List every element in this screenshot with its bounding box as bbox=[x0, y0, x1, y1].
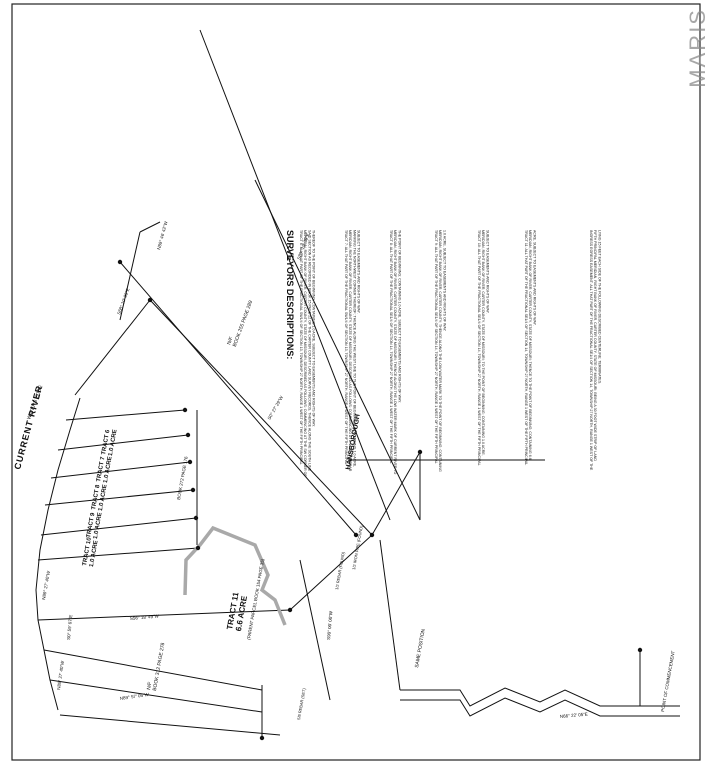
plat-border bbox=[11, 3, 701, 761]
description-paragraph: INGRESS EGRESS EASEMENT: ALL THAT PART O… bbox=[589, 230, 601, 471]
bearing-label: S68° 10' 09"E bbox=[116, 288, 130, 316]
description-paragraph: TRACT 10: ALL THAT PART OF THE FRACTIONA… bbox=[477, 230, 489, 466]
description-line: MERIDIAN, RIGHT BANK OF RIVER, CARTER CO… bbox=[481, 230, 485, 456]
description-line: MARKING THE NORTHWEST CORNER THEREOF; TH… bbox=[352, 230, 356, 467]
commencement-label: POINT OF COMMENCEMENT bbox=[660, 650, 676, 712]
description-paragraph: TRACT 7: ALL THAT PART OF THE FRACTIONAL… bbox=[344, 230, 361, 472]
description-line: TRACT 6: ALL THAT PART OF THE FRACTIONAL… bbox=[299, 230, 303, 465]
bearing-label: S0° 59' 07"E bbox=[66, 614, 73, 640]
ingress-road-2 bbox=[400, 697, 680, 717]
rebar-found-label: 1/2 REBAR (FOUND) bbox=[334, 551, 346, 590]
tract-8-name: TRACT 8 bbox=[91, 484, 101, 511]
corner-markers bbox=[117, 259, 643, 741]
description-line: ACRE, SUBJECT TO EASEMENTS AND RIGHTS OF… bbox=[532, 230, 536, 326]
bearing-label: S56° 18' 49"W bbox=[130, 613, 160, 621]
tract-line-3 bbox=[44, 489, 194, 506]
same-position-line bbox=[379, 539, 401, 691]
description-paragraph: TRACT 6: ALL THAT PART OF THE FRACTIONAL… bbox=[299, 230, 316, 477]
parent-parcel-label: (PARENT PARCEL BOOK 154 PAGE 35) bbox=[246, 558, 265, 640]
description-line: 1.0 ACRE, SUBJECT TO EASEMENTS AND RIGHT… bbox=[442, 230, 446, 331]
north-line bbox=[119, 231, 141, 321]
description-line: TRACT 9: ALL THAT PART OF THE FRACTIONAL… bbox=[434, 230, 438, 464]
nf-label-2: N/F bbox=[146, 681, 153, 690]
surveyors-descriptions: SURVEYORS DESCRIPTIONS: bbox=[285, 230, 295, 359]
bearing-label: S90° 00' 00"W bbox=[326, 610, 334, 640]
description-line: TRACT 11: ALL THAT PART OF THE FRACTIONA… bbox=[524, 230, 528, 465]
description-line: TRACT 7: ALL THAT PART OF THE FRACTIONAL… bbox=[344, 230, 348, 465]
tract-9-name: TRACT 9 bbox=[86, 512, 96, 539]
descriptions-heading: SURVEYORS DESCRIPTIONS: bbox=[285, 230, 295, 359]
south-line-2 bbox=[59, 714, 281, 736]
description-line: MERIDIAN, RIGHT BANK OF RIVER, CARTER CO… bbox=[528, 230, 532, 460]
bearing-label: N89° 57' 05"W bbox=[119, 692, 149, 701]
tract-7-acres: 1.0 ACRE bbox=[103, 456, 114, 483]
tract-line-7 bbox=[74, 299, 151, 396]
description-line: FIFTH PRINCIPAL MERIDIAN, RIGHT BANK OF … bbox=[593, 230, 597, 461]
bearing-label: S0° 27' 29"W bbox=[267, 394, 285, 420]
tract-line-1 bbox=[37, 547, 199, 561]
south-line-4 bbox=[49, 679, 263, 713]
ingress-road bbox=[400, 687, 680, 707]
description-paragraphs: TRACT 6: ALL THAT PART OF THE FRACTIONAL… bbox=[299, 230, 601, 477]
easement-line-4 bbox=[254, 179, 421, 521]
description-line: INGRESS EGRESS EASEMENT: ALL THAT PART O… bbox=[589, 230, 593, 471]
easement-line-3 bbox=[199, 29, 391, 521]
bearing-label: N66° 22' 05"E bbox=[560, 712, 588, 719]
tract-7-name: TRACT 7 bbox=[96, 456, 106, 483]
bearing-label: N89° 46' 42"W bbox=[156, 220, 169, 250]
tract-line-2 bbox=[40, 517, 197, 536]
tract11-east bbox=[289, 534, 373, 611]
tract-10-name: TRACT 10 bbox=[82, 536, 93, 566]
rebar-set-label: 5/8 REBAR (SET) bbox=[296, 687, 307, 720]
tract-line-5 bbox=[57, 434, 189, 451]
description-line: TRACT 8: ALL THAT PART OF THE FRACTIONAL… bbox=[389, 230, 393, 464]
description-line: TRACT 10: ALL THAT PART OF THE FRACTIONA… bbox=[477, 230, 481, 466]
bearing-label: N89° 27' 40"W bbox=[41, 570, 51, 600]
description-paragraph: TRACT 9: ALL THAT PART OF THE FRACTIONAL… bbox=[434, 230, 446, 472]
tract-line-4 bbox=[50, 461, 191, 479]
description-line: MERIDIAN, RIGHT BANK OF RIVER, CARTER CO… bbox=[303, 230, 307, 477]
center-line bbox=[299, 559, 331, 701]
book-312-label: BOOK 312 PAGE 278 bbox=[152, 642, 166, 691]
book-255-label: BOOK 255 PAGE 289 bbox=[232, 300, 254, 348]
north-line-2 bbox=[139, 221, 161, 233]
tract-8-acres: 1.0 ACRE bbox=[98, 484, 109, 511]
south-line-1 bbox=[37, 609, 291, 621]
same-position-label: SAME POSITION bbox=[414, 628, 427, 668]
description-line: MERIDIAN, RIGHT BANK OF RIVER, CARTER CO… bbox=[348, 230, 352, 472]
description-line: MERIDIAN, RIGHT BANK OF RIVER, CARTER CO… bbox=[438, 230, 442, 472]
nf-label-1: N/F bbox=[226, 336, 234, 346]
description-paragraph: TRACT 8: ALL THAT PART OF THE FRACTIONAL… bbox=[389, 230, 401, 475]
plat-linework bbox=[35, 29, 680, 738]
description-line: SUBJECT TO EASEMENTS AND RIGHTS OF WAY. bbox=[357, 230, 361, 314]
watermark: MARIS bbox=[685, 8, 705, 88]
tract-9-acres: 1.0 ACRE bbox=[93, 512, 104, 539]
easement-line-2 bbox=[119, 261, 357, 536]
description-line: THEREOF TO THE POINT OF BEGINNING; CONTA… bbox=[312, 230, 316, 427]
river-boundary bbox=[35, 397, 81, 711]
tract-line-6 bbox=[65, 409, 186, 421]
description-paragraph: TRACT 11: ALL THAT PART OF THE FRACTIONA… bbox=[524, 230, 536, 465]
book-272-label: BOOK 272 PAGE 176 bbox=[176, 456, 189, 501]
south-line-3 bbox=[43, 649, 263, 691]
tract-6-name: TRACT 6 bbox=[101, 429, 111, 456]
tract11-highlight bbox=[183, 525, 287, 626]
description-line: SUBJECT TO EASEMENTS AND RIGHTS OF WAY. bbox=[485, 230, 489, 314]
description-line: THE POINT OF BEGINNING; CONTAINING 1.0 A… bbox=[397, 230, 401, 403]
hansborough-line bbox=[371, 451, 421, 536]
description-line: LYING 15 FEET EACH SIDE OF THE FOLLOWING… bbox=[597, 230, 601, 384]
description-line: SAID SECTION AS RECORDED IN BOOK 15 PAGE… bbox=[307, 230, 311, 472]
description-line: MERIDIAN, RIGHT BANK OF RIVER, CARTER CO… bbox=[393, 230, 397, 475]
tract-10-acres: 1.0 ACRE bbox=[89, 540, 100, 567]
tract-6-acres: 1.0 ACRE bbox=[108, 429, 119, 456]
bearing-label: N89° 27' 40"W bbox=[56, 660, 65, 690]
